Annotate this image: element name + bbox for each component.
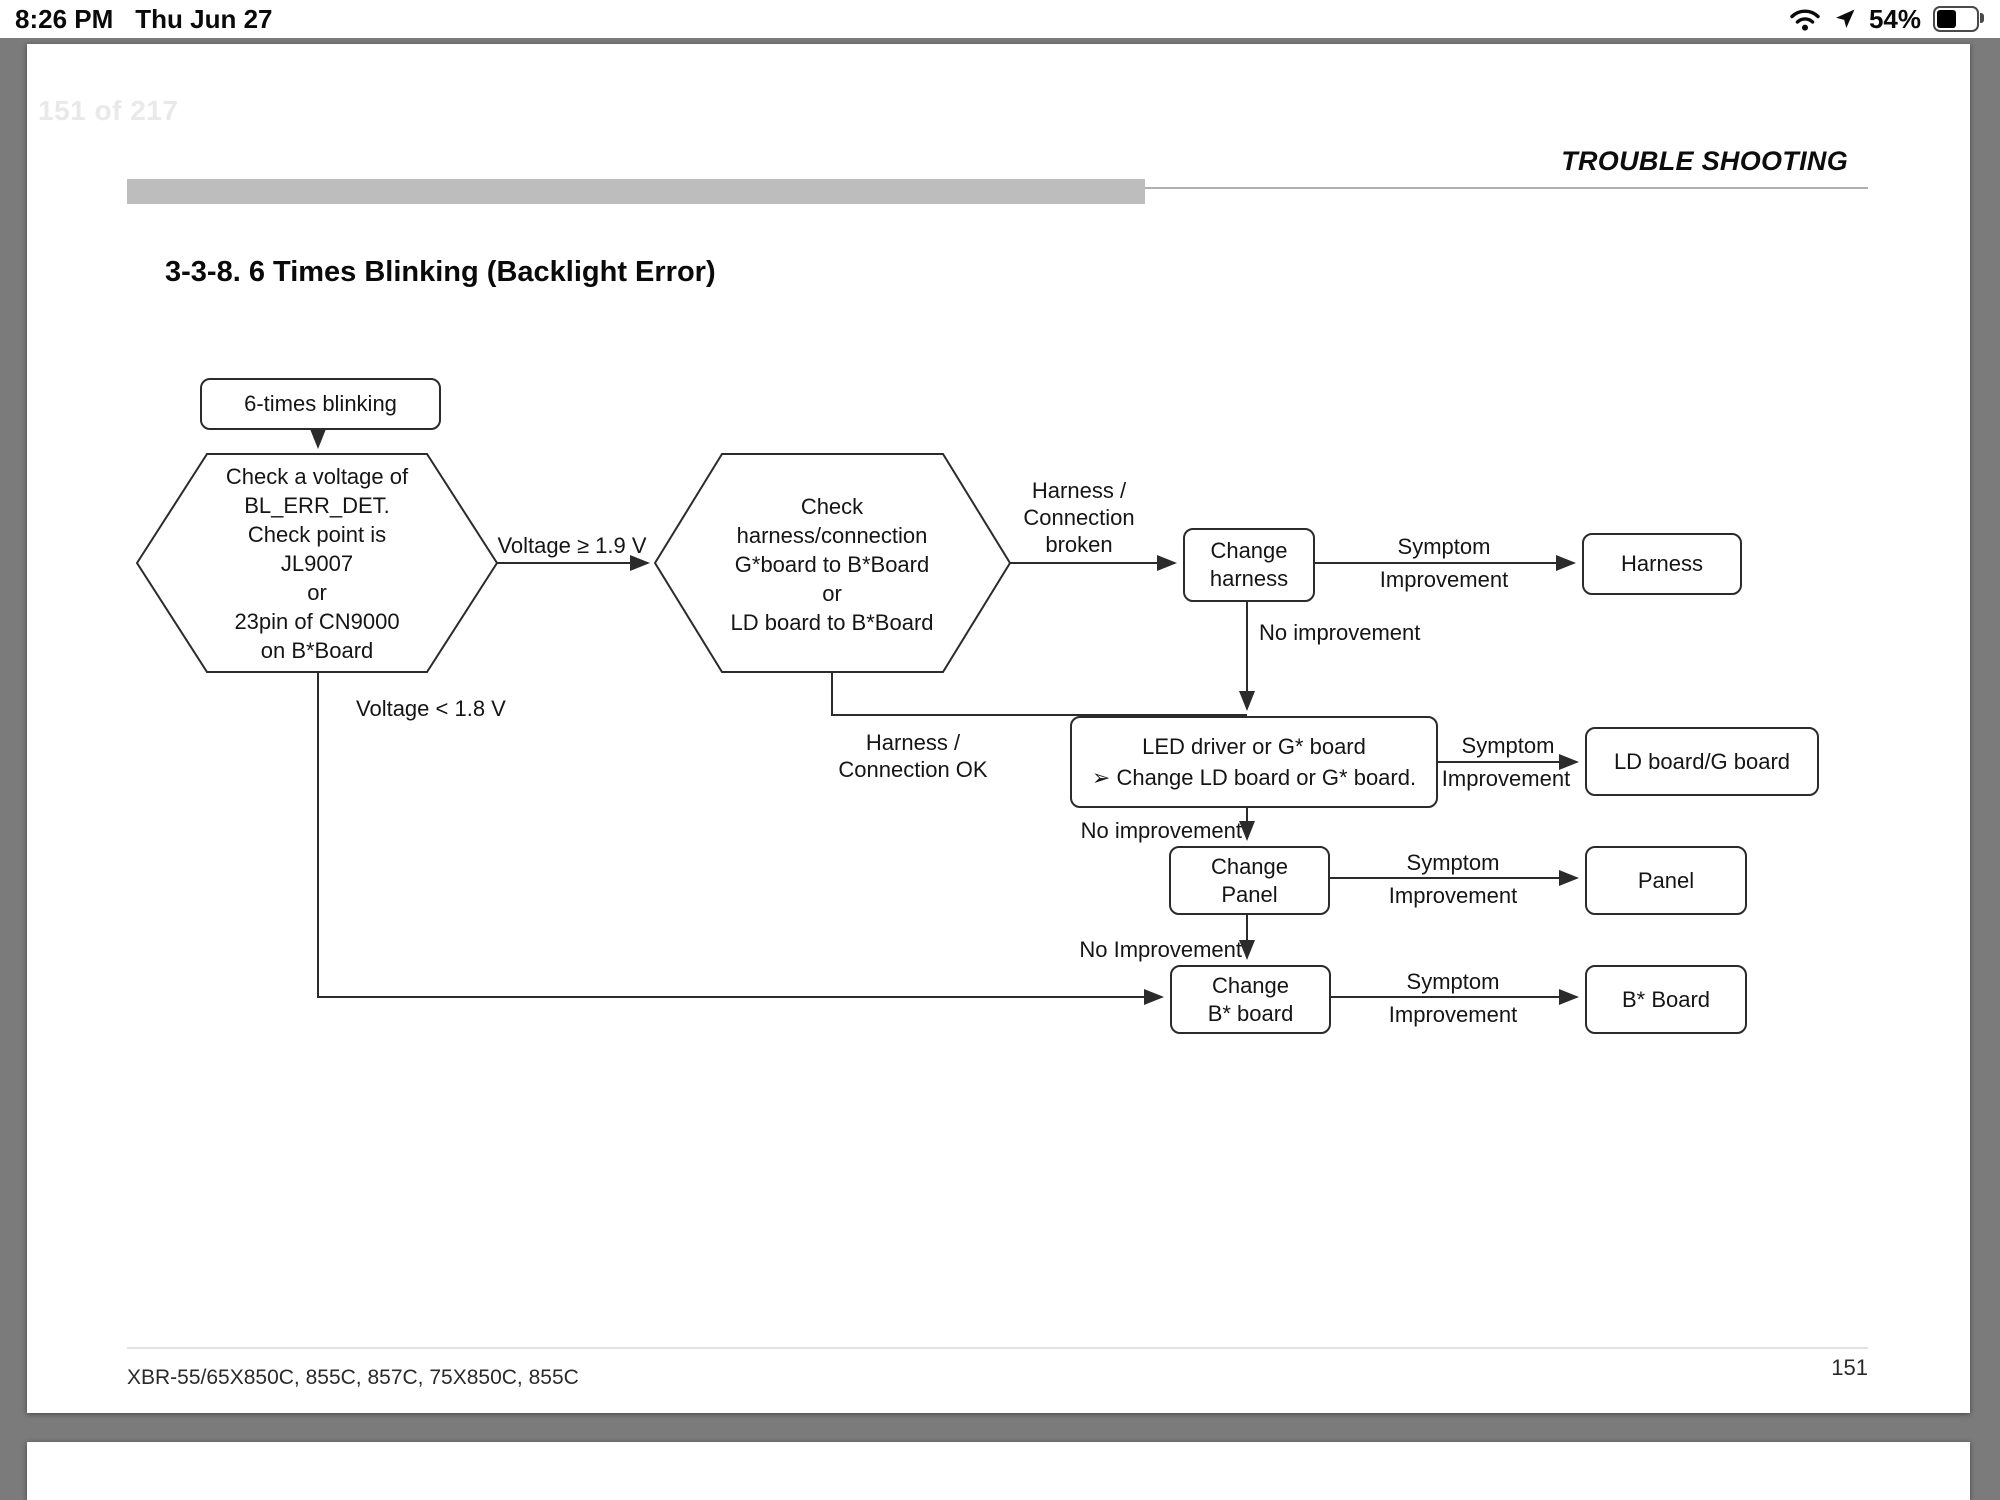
status-bar-right: 54% bbox=[1789, 4, 2000, 35]
label-improvement-4: Improvement bbox=[1388, 1002, 1518, 1027]
node-result-b-board: B* Board bbox=[1585, 965, 1747, 1034]
label-improvement-2: Improvement bbox=[1441, 766, 1571, 791]
label-improvement-1: Improvement bbox=[1379, 567, 1509, 592]
battery-percent: 54% bbox=[1868, 3, 1921, 34]
battery-tip bbox=[1980, 13, 1984, 23]
label-voltage-high: Voltage ≥ 1.9 V bbox=[497, 533, 647, 558]
label-symptom-2: Symptom bbox=[1461, 733, 1555, 758]
node-decision-voltage-text: Check a voltage of BL_ERR_DET. Check poi… bbox=[225, 464, 409, 663]
label-symptom-4: Symptom bbox=[1406, 969, 1500, 994]
label-harness-broken: Harness / Connection broken bbox=[1023, 478, 1135, 557]
footer-models: XBR-55/65X850C, 855C, 857C, 75X850C, 855… bbox=[127, 1366, 579, 1389]
node-result-ld-board: LD board/G board bbox=[1585, 727, 1819, 796]
header-gray-bar bbox=[127, 179, 1145, 204]
wifi-icon bbox=[1790, 9, 1820, 31]
pdf-page-next[interactable] bbox=[27, 1442, 1970, 1500]
status-time: 8:26 PM bbox=[15, 3, 114, 34]
label-no-improvement-3: No Improvement bbox=[1079, 937, 1242, 962]
document-header-title: TROUBLE SHOOTING bbox=[1561, 146, 1848, 176]
status-bar-left: 8:26 PM Thu Jun 27 bbox=[0, 4, 273, 35]
footer-page-number: 151 bbox=[1831, 1355, 1868, 1380]
node-change-b-board: Change B* board bbox=[1170, 965, 1331, 1034]
footer-divider bbox=[127, 1347, 1868, 1349]
label-voltage-low: Voltage < 1.8 V bbox=[356, 696, 506, 721]
status-date: Thu Jun 27 bbox=[135, 3, 273, 34]
node-result-harness: Harness bbox=[1582, 533, 1742, 595]
node-change-harness: Change harness bbox=[1183, 528, 1315, 602]
label-symptom-1: Symptom bbox=[1397, 534, 1491, 559]
node-start: 6-times blinking bbox=[200, 378, 441, 430]
node-result-panel: Panel bbox=[1585, 846, 1747, 915]
label-no-improvement-1: No improvement bbox=[1259, 620, 1421, 645]
node-change-panel: Change Panel bbox=[1169, 846, 1330, 915]
label-no-improvement-2: No improvement bbox=[1080, 818, 1242, 843]
node-led-driver: LED driver or G* board ➢ Change LD board… bbox=[1070, 716, 1438, 808]
label-harness-ok: Harness / Connection OK bbox=[838, 730, 988, 782]
status-bar: 8:26 PM Thu Jun 27 54% bbox=[0, 0, 2000, 38]
page-indicator: 151 of 217 bbox=[38, 95, 179, 126]
label-improvement-3: Improvement bbox=[1388, 883, 1518, 908]
location-arrow-icon bbox=[1835, 9, 1855, 28]
node-decision-harness-text: Check harness/connection G*board to B*Bo… bbox=[730, 494, 934, 635]
battery-fill bbox=[1937, 10, 1956, 28]
section-title: 3-3-8. 6 Times Blinking (Backlight Error… bbox=[165, 256, 716, 288]
label-symptom-3: Symptom bbox=[1406, 850, 1500, 875]
battery-icon bbox=[1933, 6, 1984, 32]
